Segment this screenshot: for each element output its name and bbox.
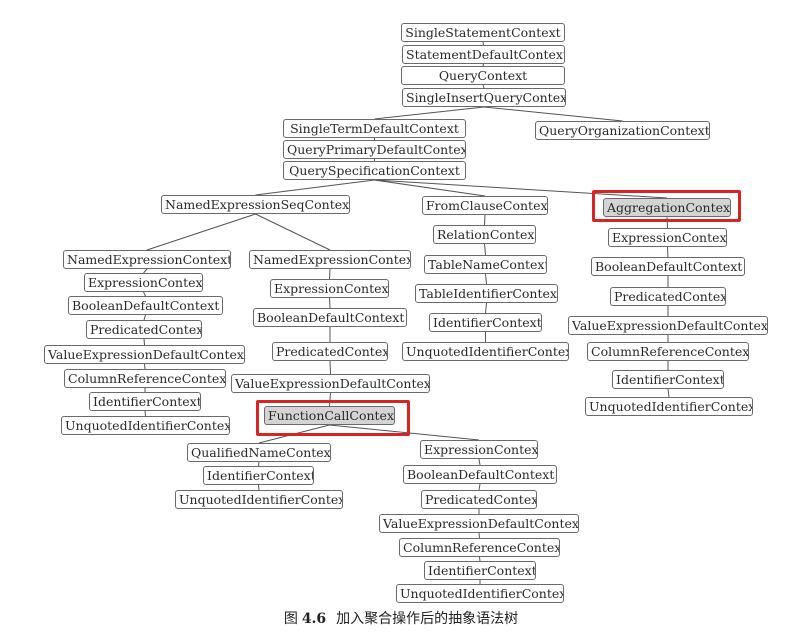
node-statement-default: StatementDefaultContext: [402, 45, 565, 64]
edge-n21-n22: [329, 297, 331, 309]
highlight-box-aggregation: [592, 190, 741, 222]
edge-n8-n9: [255, 179, 375, 196]
node-expression-mid: ExpressionContext: [270, 279, 389, 298]
edge-n4-n6: [483, 106, 623, 122]
node-named-expression-mid: NamedExpressionContext: [249, 250, 411, 269]
node-boolean-default-mid: BooleanDefaultContext: [253, 308, 407, 327]
edge-n4-n5: [374, 106, 485, 120]
edge-n8-n10: [374, 179, 486, 197]
node-column-reference-left: ColumnReferenceContext: [64, 369, 226, 388]
node-value-expression-default-mid: ValueExpressionDefaultContext: [231, 374, 430, 393]
edge-n30-n31: [478, 483, 481, 491]
node-value-expression-default-agg: ValueExpressionDefaultContext: [568, 316, 768, 335]
node-identifier-agg: IdentifierContext: [612, 370, 724, 389]
edge-n3-n4: [482, 84, 485, 89]
node-predicated-left: PredicatedContext: [86, 320, 202, 339]
edge-n33-n34: [479, 556, 481, 562]
node-named-expression-seq: NamedExpressionSeqContext: [161, 195, 350, 214]
caption-text: 加入聚合操作后的抽象语法树: [336, 611, 519, 627]
edge-n15-n16: [143, 338, 145, 346]
node-function-call: FunctionCallContext: [264, 406, 395, 425]
edge-n26-n27: [258, 461, 260, 467]
edge-n8-n11: [374, 179, 668, 199]
node-query: QueryContext: [401, 66, 565, 85]
node-named-expression-left: NamedExpressionContext: [63, 250, 231, 269]
edge-n29-n30: [478, 458, 481, 466]
node-identifier-qualified: IdentifierContext: [203, 466, 314, 485]
caption-number: 4.6: [301, 611, 327, 627]
node-single-term-default: SingleTermDefaultContext: [283, 119, 466, 138]
edge-n41-n42: [667, 246, 669, 258]
edge-n18-n19: [144, 410, 146, 417]
edge-n32-n33: [478, 532, 480, 539]
node-value-expression-default-left: ValueExpressionDefaultContext: [44, 345, 245, 364]
edge-n10-n36: [484, 214, 486, 226]
node-unquoted-identifier-from: UnquotedIdentifierContext: [402, 342, 569, 361]
node-unquoted-identifier-agg: UnquotedIdentifierContext: [585, 397, 753, 416]
node-qualified-name: QualifiedNameContext: [187, 443, 331, 462]
edge-n38-n39: [485, 302, 487, 314]
node-table-identifier: TableIdentifierContext: [415, 284, 558, 303]
edge-n16-n17: [144, 363, 146, 370]
node-identifier-fn-arg: IdentifierContext: [424, 561, 536, 580]
node-single-statement: SingleStatementContext: [401, 23, 565, 42]
node-aggregation: AggregationContext: [603, 198, 731, 217]
node-predicated-mid: PredicatedContext: [272, 342, 388, 361]
node-query-organization: QueryOrganizationContext: [535, 121, 710, 140]
edge-n13-n14: [143, 291, 146, 297]
node-table-name: TableNameContext: [424, 255, 547, 274]
node-unquoted-identifier-qualified: UnquotedIdentifierContext: [175, 490, 343, 509]
node-query-primary-default: QueryPrimaryDefaultContext: [283, 140, 466, 159]
edge-n2-n3: [482, 63, 484, 67]
node-predicated-agg: PredicatedContext: [610, 287, 726, 306]
node-identifier-left: IdentifierContext: [89, 392, 201, 411]
edge-n23-n24: [329, 360, 331, 375]
edge-n37-n38: [485, 273, 487, 285]
edge-n27-n28: [258, 484, 260, 491]
edge-n11-n41: [666, 216, 668, 229]
edge-n36-n37: [484, 243, 486, 256]
node-boolean-default-agg: BooleanDefaultContext: [591, 257, 745, 276]
node-expression-agg: ExpressionContext: [608, 228, 727, 247]
node-column-reference-fn-arg: ColumnReferenceContext: [399, 538, 560, 557]
node-boolean-default-left: BooleanDefaultContext: [68, 296, 223, 315]
node-expression-left: ExpressionContext: [84, 273, 203, 292]
node-unquoted-identifier-fn-arg: UnquotedIdentifierContext: [396, 584, 564, 603]
node-column-reference-agg: ColumnReferenceContext: [587, 342, 749, 361]
node-single-insert-query: SingleInsertQueryContext: [402, 88, 566, 107]
edge-n1-n2: [482, 41, 484, 46]
edge-n46-n47: [667, 388, 670, 398]
node-boolean-default-fn-arg: BooleanDefaultContext: [403, 465, 557, 484]
caption-prefix: 图: [283, 611, 298, 627]
node-relation: RelationContext: [433, 225, 536, 244]
edge-n9-n20: [255, 213, 331, 251]
node-identifier-from: IdentifierContext: [429, 313, 542, 332]
edge-n20-n21: [329, 268, 331, 280]
node-value-expression-default-fn-arg: ValueExpressionDefaultContext: [379, 514, 579, 533]
edge-n14-n15: [143, 314, 146, 321]
highlight-box-function-call: [256, 400, 410, 436]
edge-n9-n12: [146, 213, 256, 251]
node-predicated-fn-arg: PredicatedContext: [421, 490, 537, 509]
edge-n25-n29: [329, 424, 480, 441]
node-unquoted-identifier-left: UnquotedIdentifierContext: [61, 416, 230, 435]
edge-n12-n13: [143, 268, 148, 274]
edge-n24-n25: [329, 392, 331, 407]
node-expression-fn-arg: ExpressionContext: [420, 440, 538, 459]
node-from-clause: FromClauseContext: [422, 196, 548, 215]
node-query-specification: QuerySpecificationContext: [283, 161, 466, 180]
